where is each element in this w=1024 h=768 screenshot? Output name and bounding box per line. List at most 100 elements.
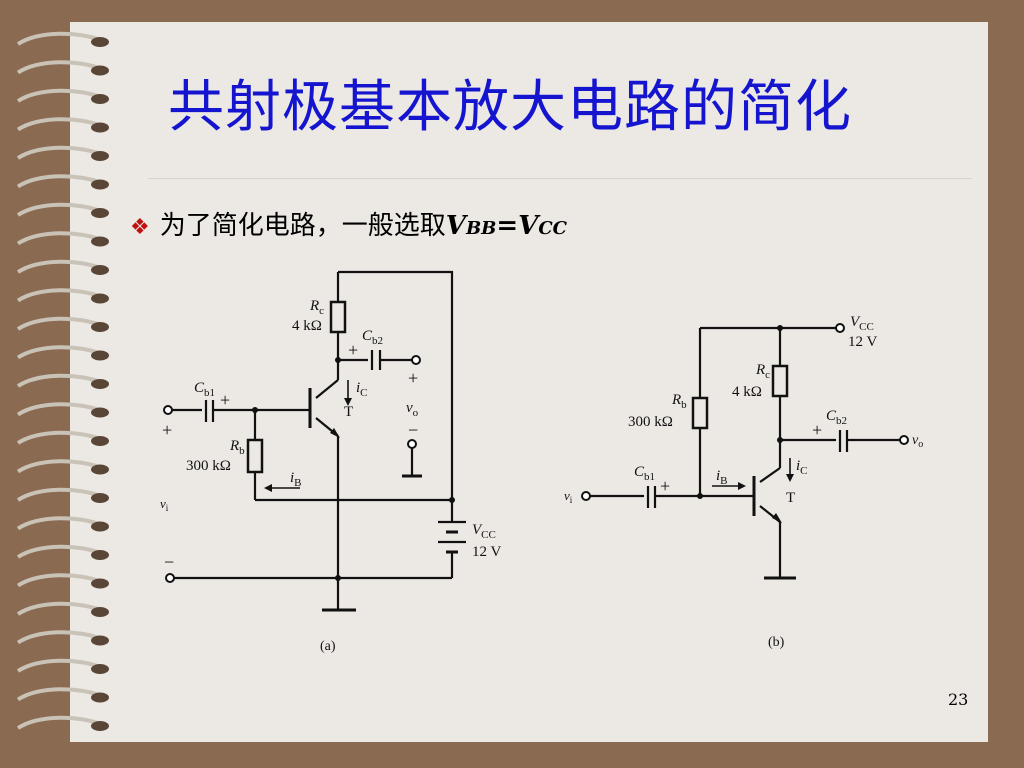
- spiral-binding: [16, 31, 109, 731]
- circuit-diagram-a: Rc 4 kΩ Cb2 + Cb1 + + Rb 300 kΩ iC T iB …: [160, 270, 501, 654]
- rc-sub-a: c: [319, 305, 324, 317]
- output-minus-a: −: [408, 420, 418, 440]
- formula-eq: =: [496, 211, 519, 241]
- cb1-sub-a: b1: [204, 387, 215, 399]
- vi-label-a: v: [160, 496, 166, 511]
- cb2-plus-a: +: [348, 340, 358, 360]
- rc-value-b: 4 kΩ: [732, 384, 762, 400]
- ib-label-b: i: [716, 468, 720, 484]
- rb-sub-a: b: [239, 445, 245, 457]
- binding-hole: [91, 578, 109, 589]
- spiral-ring: [16, 715, 101, 730]
- vcc-label-a: V: [472, 522, 483, 538]
- transistor-label-b: T: [786, 490, 795, 506]
- spiral-ring: [16, 316, 101, 331]
- slide-background: [70, 22, 988, 742]
- ic-label-b: i: [796, 458, 800, 474]
- binding-hole: [91, 379, 109, 389]
- rb-sub-b: b: [681, 399, 687, 411]
- spiral-ring: [16, 601, 101, 616]
- binding-hole: [91, 407, 109, 418]
- vcc-sub-a: CC: [481, 529, 496, 541]
- binding-hole: [91, 293, 109, 304]
- svg-text:Cb1: Cb1: [194, 380, 215, 399]
- svg-text:vi: vi: [564, 488, 573, 505]
- svg-text:Cb2: Cb2: [826, 408, 847, 427]
- binding-hole: [91, 179, 109, 190]
- cb2-label-b: C: [826, 408, 837, 424]
- spiral-ring: [16, 174, 101, 189]
- cb2-label-a: C: [362, 328, 373, 344]
- page-number: 23: [948, 690, 969, 709]
- rc-label-b: R: [755, 362, 765, 378]
- formula-sub1: BB: [465, 218, 497, 239]
- binding-hole: [91, 550, 109, 560]
- svg-text:vo: vo: [406, 400, 419, 419]
- svg-text:Rb: Rb: [671, 392, 687, 411]
- binding-hole: [91, 521, 109, 532]
- svg-text:iB: iB: [290, 470, 302, 489]
- binding-hole: [91, 607, 109, 617]
- spiral-ring: [16, 459, 101, 474]
- vi-sub-b: i: [570, 495, 573, 505]
- spiral-ring: [16, 516, 101, 531]
- vi-sub-a: i: [166, 503, 169, 513]
- vo-label-a: v: [406, 400, 413, 416]
- spiral-ring: [16, 573, 101, 588]
- rb-value-b: 300 kΩ: [628, 414, 673, 430]
- spiral-ring: [16, 117, 101, 132]
- diamond-bullet-icon: ❖: [130, 215, 150, 240]
- input-minus-a: −: [164, 552, 174, 572]
- svg-text:Cb2: Cb2: [362, 328, 383, 347]
- vcc-sub-b: CC: [859, 321, 874, 333]
- svg-text:vi: vi: [160, 496, 169, 513]
- cb1-label-b: C: [634, 464, 645, 480]
- ic-sub-b: C: [800, 465, 807, 477]
- binding-hole: [91, 493, 109, 503]
- caption-a: (a): [320, 639, 336, 654]
- binding-hole: [91, 151, 109, 161]
- binding-hole: [91, 37, 109, 47]
- spiral-ring: [16, 145, 101, 160]
- binding-hole: [91, 122, 109, 133]
- spiral-ring: [16, 88, 101, 103]
- formula-v2: V: [518, 211, 539, 241]
- vcc-value-b: 12 V: [848, 334, 877, 350]
- spiral-ring: [16, 658, 101, 673]
- ib-label-a: i: [290, 470, 294, 486]
- binding-hole: [91, 464, 109, 475]
- vo-sub-a: o: [413, 407, 419, 419]
- binding-hole: [91, 350, 109, 361]
- input-plus-a: +: [162, 420, 172, 440]
- rc-label-a: R: [309, 298, 319, 314]
- slide-title: 共射极基本放大电路的简化: [168, 75, 852, 140]
- circuit-diagram-b: VCC 12 V Rc 4 kΩ Rb 300 kΩ Cb2 + Cb1 + i…: [564, 314, 923, 650]
- svg-text:Cb1: Cb1: [634, 464, 655, 483]
- binding-hole: [91, 664, 109, 674]
- spiral-ring: [16, 687, 101, 702]
- rc-value-a: 4 kΩ: [292, 318, 322, 334]
- formula-v1: V: [445, 211, 466, 241]
- spiral-ring: [16, 402, 101, 417]
- ic-sub-a: C: [360, 387, 367, 399]
- spiral-ring: [16, 202, 101, 217]
- spiral-ring: [16, 288, 101, 303]
- spiral-ring: [16, 345, 101, 360]
- rb-label-a: R: [229, 438, 239, 454]
- spiral-ring: [16, 259, 101, 274]
- spiral-ring: [16, 630, 101, 645]
- cb1-sub-b: b1: [644, 471, 655, 483]
- svg-text:iB: iB: [716, 468, 728, 487]
- bullet-text: 为了简化电路，一般选取: [159, 211, 446, 241]
- binding-hole: [91, 436, 109, 446]
- svg-text:VCC: VCC: [472, 522, 496, 541]
- cb1-label-a: C: [194, 380, 205, 396]
- ib-sub-a: B: [294, 477, 301, 489]
- title-divider: [148, 178, 972, 179]
- spiral-ring: [16, 430, 101, 445]
- vi-label-b: v: [564, 488, 570, 503]
- svg-text:vo: vo: [912, 433, 923, 450]
- spiral-ring: [16, 373, 101, 388]
- transistor-label-a: T: [344, 404, 353, 420]
- binding-hole: [91, 208, 109, 218]
